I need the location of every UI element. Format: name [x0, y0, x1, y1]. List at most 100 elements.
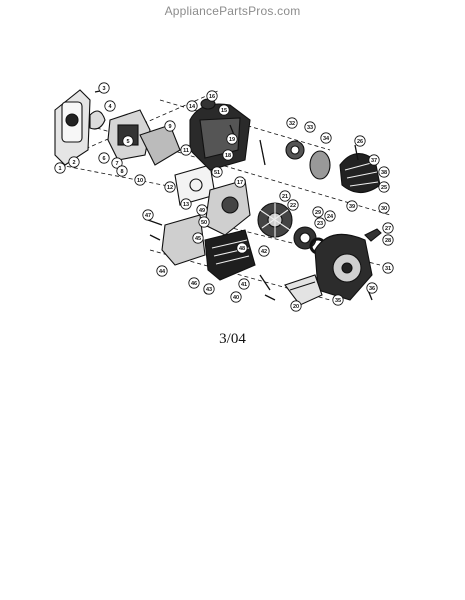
- callout-number: 11: [183, 148, 189, 154]
- callout-bubble: [98, 152, 110, 164]
- callout-41: 41: [238, 278, 250, 290]
- callout-number: 30: [381, 206, 387, 212]
- callout-14: 14: [186, 100, 198, 112]
- callout-bubble: [378, 181, 390, 193]
- callout-bubble: [378, 202, 390, 214]
- callout-20: 20: [290, 300, 302, 312]
- callout-5: 5: [122, 135, 134, 147]
- callout-bubble: [186, 100, 198, 112]
- callout-number: 13: [183, 202, 189, 208]
- callout-bubble: [286, 117, 298, 129]
- clutch-assembly: [285, 140, 381, 194]
- callout-bubble: [234, 176, 246, 188]
- callout-9: 9: [164, 120, 176, 132]
- callout-number: 47: [145, 213, 151, 219]
- callout-bubble: [164, 120, 176, 132]
- callout-number: 2: [72, 160, 75, 166]
- callout-number: 23: [317, 221, 323, 227]
- callout-bubble: [226, 133, 238, 145]
- callout-number: 26: [357, 139, 363, 145]
- callout-number: 40: [233, 295, 239, 301]
- callout-51: 51: [211, 166, 223, 178]
- callout-number: 37: [371, 158, 377, 164]
- callout-19: 19: [226, 133, 238, 145]
- callout-bubble: [206, 90, 218, 102]
- callout-bubble: [236, 242, 248, 254]
- callout-bubble: [324, 210, 336, 222]
- callout-27: 27: [382, 222, 394, 234]
- callout-number: 20: [293, 304, 299, 310]
- callout-29: 29: [312, 206, 324, 218]
- callout-bubble: [104, 100, 116, 112]
- callout-bubble: [134, 174, 146, 186]
- callout-bubble: [230, 291, 242, 303]
- revision-date: 3/04: [219, 331, 246, 347]
- callout-number: 15: [221, 108, 227, 114]
- callout-number: 38: [381, 170, 387, 176]
- callout-number: 33: [307, 125, 313, 131]
- callout-35: 35: [332, 294, 344, 306]
- callout-bubble: [382, 262, 394, 274]
- callout-bubble: [290, 300, 302, 312]
- callout-2: 2: [68, 156, 80, 168]
- callout-37: 37: [368, 154, 380, 166]
- callout-number: 51: [214, 170, 220, 176]
- callout-number: 24: [327, 214, 334, 220]
- callout-7: 7: [111, 157, 123, 169]
- callout-4: 4: [104, 100, 116, 112]
- callout-bubble: [320, 132, 332, 144]
- callout-bubble: [332, 294, 344, 306]
- callout-number: 36: [369, 286, 375, 292]
- callout-bubble: [238, 278, 250, 290]
- callout-39: 39: [346, 200, 358, 212]
- callout-number: 5: [126, 139, 129, 145]
- callout-bubble: [188, 277, 200, 289]
- callout-number: 28: [385, 238, 391, 244]
- callout-bubble: [368, 154, 380, 166]
- callout-number: 4: [108, 104, 112, 110]
- callout-18: 18: [222, 149, 234, 161]
- callout-16: 16: [206, 90, 218, 102]
- callout-11: 11: [180, 144, 192, 156]
- callout-bubble: [287, 199, 299, 211]
- callout-bubble: [218, 104, 230, 116]
- callout-number: 25: [381, 185, 387, 191]
- callout-number: 49: [199, 208, 205, 214]
- callout-bubble: [198, 216, 210, 228]
- callout-number: 10: [137, 178, 143, 184]
- callout-26: 26: [354, 135, 366, 147]
- callout-17: 17: [234, 176, 246, 188]
- callout-50: 50: [198, 216, 210, 228]
- callout-bubble: [382, 222, 394, 234]
- callout-36: 36: [366, 282, 378, 294]
- callout-bubble: [156, 265, 168, 277]
- callout-bubble: [98, 82, 110, 94]
- callout-number: 17: [237, 180, 243, 186]
- callout-number: 31: [385, 266, 391, 272]
- callout-48: 48: [236, 242, 248, 254]
- callout-24: 24: [324, 210, 336, 222]
- callout-bubble: [116, 165, 128, 177]
- callout-number: 21: [282, 194, 288, 200]
- callout-49: 49: [196, 204, 208, 216]
- callout-28: 28: [382, 234, 394, 246]
- callout-40: 40: [230, 291, 242, 303]
- callout-bubble: [122, 135, 134, 147]
- callout-21: 21: [279, 190, 291, 202]
- callout-number: 42: [261, 249, 267, 255]
- callout-number: 43: [206, 287, 212, 293]
- bracket-plate: [284, 274, 323, 306]
- callout-45: 45: [192, 232, 204, 244]
- callout-1: 1: [54, 162, 66, 174]
- callout-33: 33: [304, 121, 316, 133]
- callout-bubble: [196, 204, 208, 216]
- air-filter-housing: [54, 89, 106, 166]
- callout-bubble: [258, 245, 270, 257]
- callout-bubble: [354, 135, 366, 147]
- callout-25: 25: [378, 181, 390, 193]
- site-watermark: AppliancePartsPros.com: [164, 4, 301, 18]
- starter-housing: [314, 228, 382, 301]
- carburetor: [107, 109, 181, 166]
- callout-bubble: [164, 181, 176, 193]
- callout-32: 32: [286, 117, 298, 129]
